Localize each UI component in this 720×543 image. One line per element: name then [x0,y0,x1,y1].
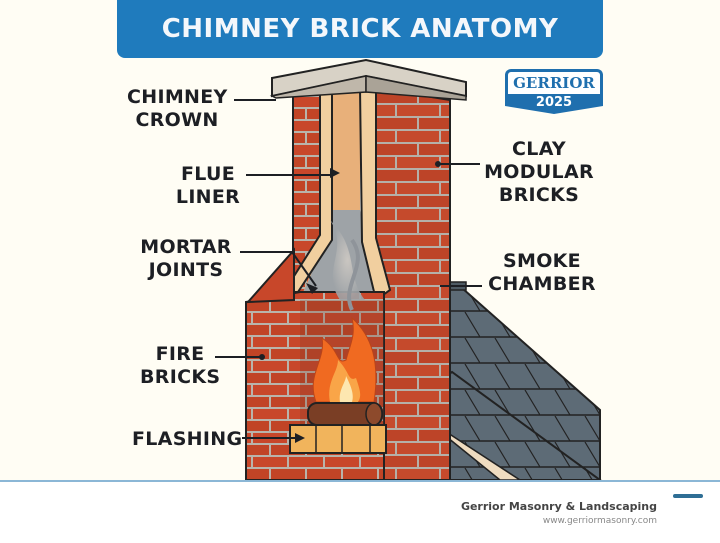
leader-flue-liner [246,174,332,176]
footer-company: Gerrior Masonry & Landscaping [460,500,657,513]
company-logo-icon [673,494,703,498]
leader-smoke-chamber [440,285,482,287]
title-banner: CHIMNEY BRICK ANATOMY [117,0,603,58]
leader-chimney-crown [234,99,276,101]
label-line: CHAMBER [488,273,596,295]
label-line: SMOKE [503,250,581,272]
footer: Gerrior Masonry & Landscaping www.gerrio… [0,480,720,543]
label-line: LINER [175,186,241,208]
diagram-canvas: CHIMNEY BRICK ANATOMY GERRIOR 2025 CHIMN… [117,0,603,480]
label-line: CHIMNEY [127,86,228,108]
label-line: MORTAR [140,236,232,258]
label-fire-bricks: FIRE BRICKS [140,343,220,389]
leader-clay-modular-bricks [440,163,480,165]
label-smoke-chamber: SMOKE CHAMBER [486,250,598,296]
leader-fire-bricks [215,356,262,358]
chimney-crown-cap [269,58,467,101]
label-line: CROWN [135,109,219,131]
label-clay-modular-bricks: CLAY MODULAR BRICKS [484,138,594,207]
badge-name: GERRIOR [505,69,603,94]
label-line: MODULAR [484,161,594,183]
label-line: BRICKS [498,184,580,206]
label-flashing: FLASHING [132,428,242,451]
label-line: JOINTS [148,259,224,281]
label-line: BRICKS [140,366,221,388]
leader-flashing [242,437,298,439]
label-line: FIRE [155,343,205,365]
label-mortar-joints: MORTAR JOINTS [136,236,236,282]
label-chimney-crown: CHIMNEY CROWN [127,86,227,132]
leader-mortar-joints [240,251,292,253]
chimney-illustration [245,58,602,480]
hearth-firebricks [289,424,387,454]
label-flue-liner: FLUE LINER [172,163,244,209]
footer-url[interactable]: www.gerriormasonry.com [542,516,657,526]
label-line: FLASHING [132,428,243,450]
label-line: FLUE [180,163,236,185]
label-line: CLAY [512,138,566,160]
page-title: CHIMNEY BRICK ANATOMY [161,14,559,44]
gerrior-badge: GERRIOR 2025 [505,69,603,119]
badge-year: 2025 [505,94,603,114]
